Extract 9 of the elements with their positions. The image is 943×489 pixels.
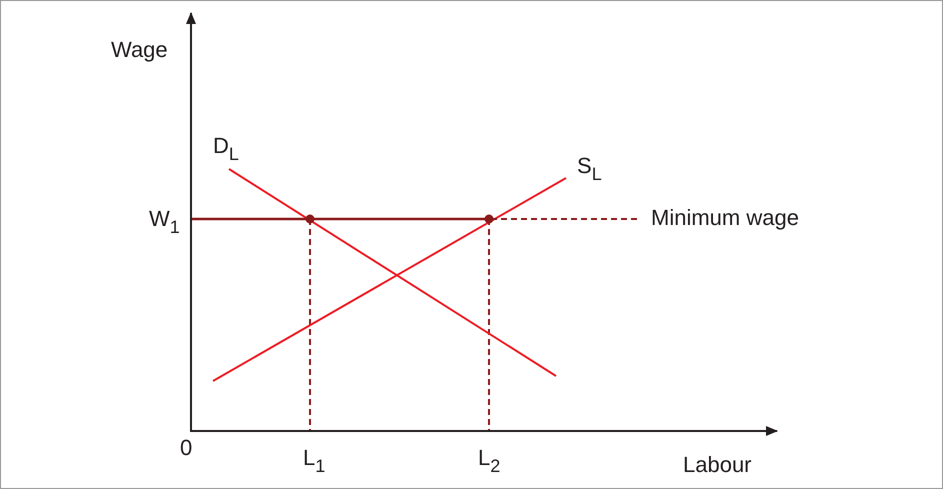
axis-tick-label: 0: [180, 437, 192, 459]
axis-label: Labour: [683, 454, 752, 476]
axis-tick-label: L$_{1}$: [303, 447, 326, 475]
curve-label: S$_{L}$: [577, 155, 602, 183]
line-label: Minimum wage: [651, 207, 799, 229]
axis-label: Wage: [111, 39, 168, 61]
axis-tick-label: L$_{2}$: [478, 447, 500, 475]
axis-tick-label: W$_{1}$: [149, 208, 180, 236]
curve-label: D$_{L}$: [213, 135, 239, 163]
